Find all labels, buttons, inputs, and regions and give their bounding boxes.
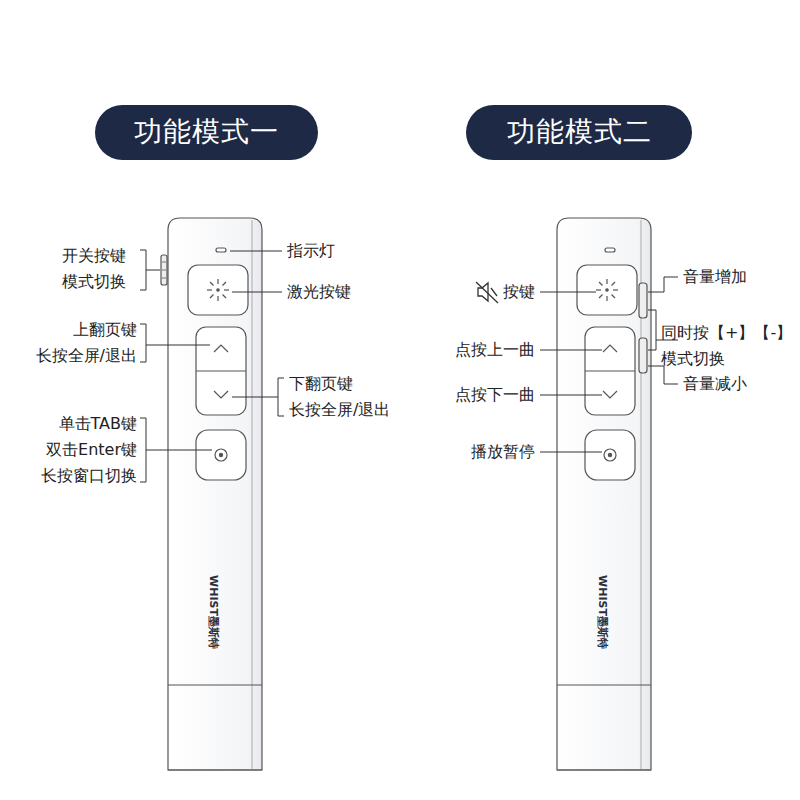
callout-label: 开关按键 模式切换	[62, 243, 129, 295]
callout-label: 单击TAB键 双击Enter键 长按窗口切换	[38, 411, 137, 489]
power-switch	[161, 255, 167, 285]
laser-symbol	[596, 279, 618, 301]
button-ring	[215, 449, 227, 461]
laser-button	[188, 265, 248, 315]
leader-line	[230, 251, 282, 252]
bracket	[278, 378, 284, 416]
side-edge	[252, 220, 253, 770]
page-buttons	[196, 327, 246, 415]
leader-line	[146, 270, 160, 271]
button-dot	[608, 453, 611, 456]
remote-housing	[168, 218, 262, 770]
leader-line	[540, 350, 602, 351]
track-buttons	[585, 327, 635, 415]
callout-label: 音量增加	[683, 264, 747, 290]
volume-down-key	[639, 338, 647, 373]
callout-label: 激光按键	[287, 279, 351, 305]
remote-body	[161, 218, 262, 770]
callout-label: 播放暂停	[471, 439, 535, 465]
down-chevron	[214, 391, 228, 398]
bracket	[648, 310, 656, 350]
callout-label: 上翻页键 长按全屏/退出	[32, 317, 137, 369]
leader-line	[648, 366, 678, 384]
end-cap-line	[557, 684, 651, 685]
mode-header-pill: 功能模式二	[466, 105, 692, 160]
header-text: 功能模式二	[507, 113, 652, 151]
brand-text: WHIST墨斯特	[206, 575, 220, 649]
up-chevron	[603, 345, 617, 352]
callout-label: 点按上一曲	[455, 337, 535, 363]
play-button	[585, 430, 635, 480]
remote-housing	[557, 218, 651, 770]
mode-header-pill: 功能模式一	[95, 105, 318, 160]
leader-line	[232, 397, 278, 398]
laser-symbol	[207, 279, 229, 301]
callout-label: 同时按【+】【-】 模式切换	[661, 320, 796, 372]
down-chevron	[603, 391, 617, 398]
end-cap-line	[168, 684, 262, 685]
header-text: 功能模式一	[134, 113, 279, 151]
leader-line	[146, 345, 210, 346]
callout-label: 下翻页键 长按全屏/退出	[289, 371, 394, 423]
leader-line	[540, 452, 602, 453]
volume-up-key	[639, 283, 647, 318]
indicator-light	[216, 248, 226, 252]
callout-label: 音量减小	[683, 371, 747, 397]
brand-text: WHIST墨斯特	[595, 575, 609, 649]
bracket	[140, 324, 146, 362]
callout-label: 点按下一曲	[455, 382, 535, 408]
leader-line	[648, 277, 678, 292]
leader-line	[146, 450, 212, 451]
button-divider	[196, 370, 246, 371]
end-cap-line	[168, 769, 262, 770]
mute-button	[577, 265, 637, 315]
bracket	[140, 418, 146, 482]
switch-ridge	[162, 262, 166, 263]
mute-icon	[476, 282, 498, 303]
leader-line	[540, 395, 602, 396]
leader-line	[232, 292, 282, 293]
callout-label: 指示灯	[287, 238, 335, 264]
leader-lines	[140, 250, 678, 482]
end-cap-line	[557, 769, 651, 770]
button-divider	[585, 370, 635, 371]
leader-line	[540, 292, 596, 293]
button-dot	[219, 453, 222, 456]
bracket	[140, 250, 146, 290]
button-ring	[604, 449, 616, 461]
tab-button	[196, 430, 246, 480]
indicator-light	[605, 248, 615, 252]
callout-label: 按键	[503, 279, 535, 305]
switch-ridge	[162, 278, 166, 279]
switch-ridge	[162, 270, 166, 271]
remote-body	[557, 218, 651, 770]
up-chevron	[214, 345, 228, 352]
